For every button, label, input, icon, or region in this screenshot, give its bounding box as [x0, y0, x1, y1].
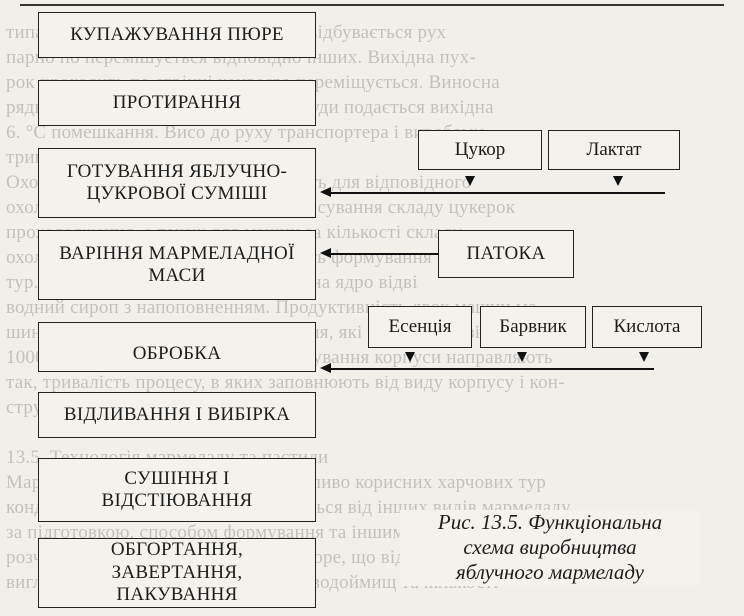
stage-wrapping-packing: ОБГОРТАННЯ, ЗАВЕРТАННЯ, ПАКУВАННЯ: [38, 538, 316, 608]
caption-line: Рис. 13.5. Функціональна: [437, 510, 663, 534]
stage-label: ВАРІННЯ МАРМЕЛАДНОЇ МАСИ: [59, 242, 295, 286]
stage-drying-settling: СУШІННЯ І ВІДСТІЮВАННЯ: [38, 458, 316, 522]
mix-feed-arrowhead: [320, 187, 331, 197]
ingredient-label: Цукор: [454, 138, 506, 160]
caption-line: схема виробництва: [463, 535, 637, 560]
molasses-feed-line: [330, 253, 438, 255]
lactate-arrow-marker: [613, 176, 623, 186]
sugar-arrow-marker: [465, 176, 475, 186]
processing-feed-line: [330, 368, 654, 370]
ingredient-label: Барвник: [499, 315, 567, 337]
stage-label: ВІДЛИВАННЯ І ВИБІРКА: [63, 403, 291, 425]
stage-boiling-mass: ВАРІННЯ МАРМЕЛАДНОЇ МАСИ: [38, 230, 316, 300]
caption-line: яблучного мармеладу: [455, 560, 644, 585]
stage-label: ОБГОРТАННЯ, ЗАВЕРТАННЯ, ПАКУВАННЯ: [110, 539, 244, 606]
stage-label: СУШІННЯ І ВІДСТІЮВАННЯ: [101, 467, 253, 511]
stage-rubbing: ПРОТИРАННЯ: [38, 80, 316, 126]
stage-blending-puree: КУПАЖУВАННЯ ПЮРЕ: [38, 12, 316, 58]
ingredient-label: ПАТОКА: [466, 242, 546, 264]
ingredient-lactate: Лактат: [548, 130, 680, 170]
ingredient-sugar: Цукор: [418, 130, 542, 170]
acid-arrow-marker: [639, 352, 649, 362]
dye-arrow-marker: [517, 352, 527, 362]
ingredient-molasses: ПАТОКА: [438, 230, 574, 278]
ingredient-dye: Барвник: [480, 306, 586, 348]
background-text-line: так, тривалість процесу, в яких заповнюю…: [6, 372, 565, 393]
ingredient-label: Кислота: [613, 315, 681, 337]
processing-feed-arrowhead: [320, 363, 331, 373]
ingredient-acid: Кислота: [592, 306, 702, 348]
mix-feed-line: [330, 192, 665, 194]
stage-label: КУПАЖУВАННЯ ПЮРЕ: [70, 23, 284, 45]
top-rule: [20, 4, 724, 6]
essence-arrow-marker: [405, 352, 415, 362]
figure-caption: Рис. 13.5. Функціональна схема виробницт…: [400, 510, 700, 586]
molasses-feed-arrowhead: [320, 248, 331, 258]
stage-casting-selection: ВІДЛИВАННЯ І ВИБІРКА: [38, 392, 316, 438]
stage-processing: ОБРОБКА: [38, 322, 316, 372]
ingredient-label: Есенція: [388, 315, 452, 337]
stage-apple-sugar-mix: ГОТУВАННЯ ЯБЛУЧНО-ЦУКРОВОЇ СУМІШІ: [38, 148, 316, 218]
ingredient-label: Лактат: [586, 138, 642, 160]
stage-label: ОБРОБКА: [132, 342, 222, 364]
stage-label: ГОТУВАННЯ ЯБЛУЧНО-ЦУКРОВОЇ СУМІШІ: [66, 160, 288, 204]
ingredient-essence: Есенція: [368, 306, 472, 348]
stage-label: ПРОТИРАННЯ: [112, 91, 242, 113]
